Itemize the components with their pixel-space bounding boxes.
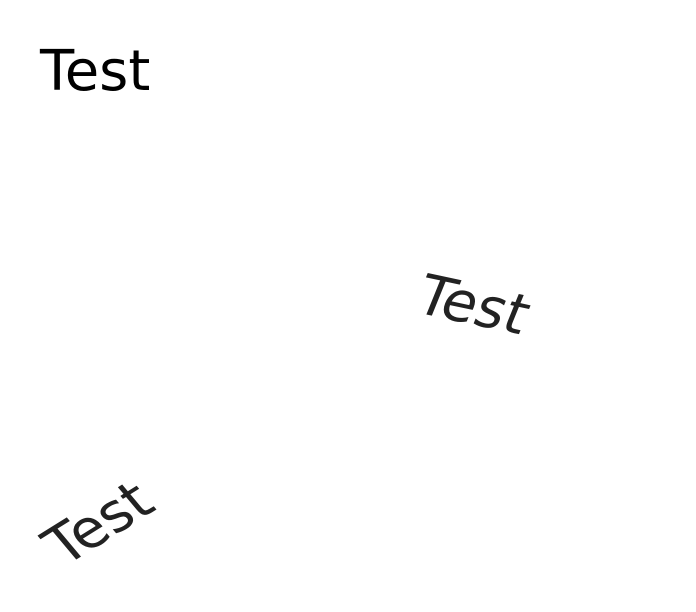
rotated-skewed-text: Test (407, 263, 540, 348)
rotated-text: Test (30, 469, 167, 578)
upright-text: Test (40, 39, 151, 104)
